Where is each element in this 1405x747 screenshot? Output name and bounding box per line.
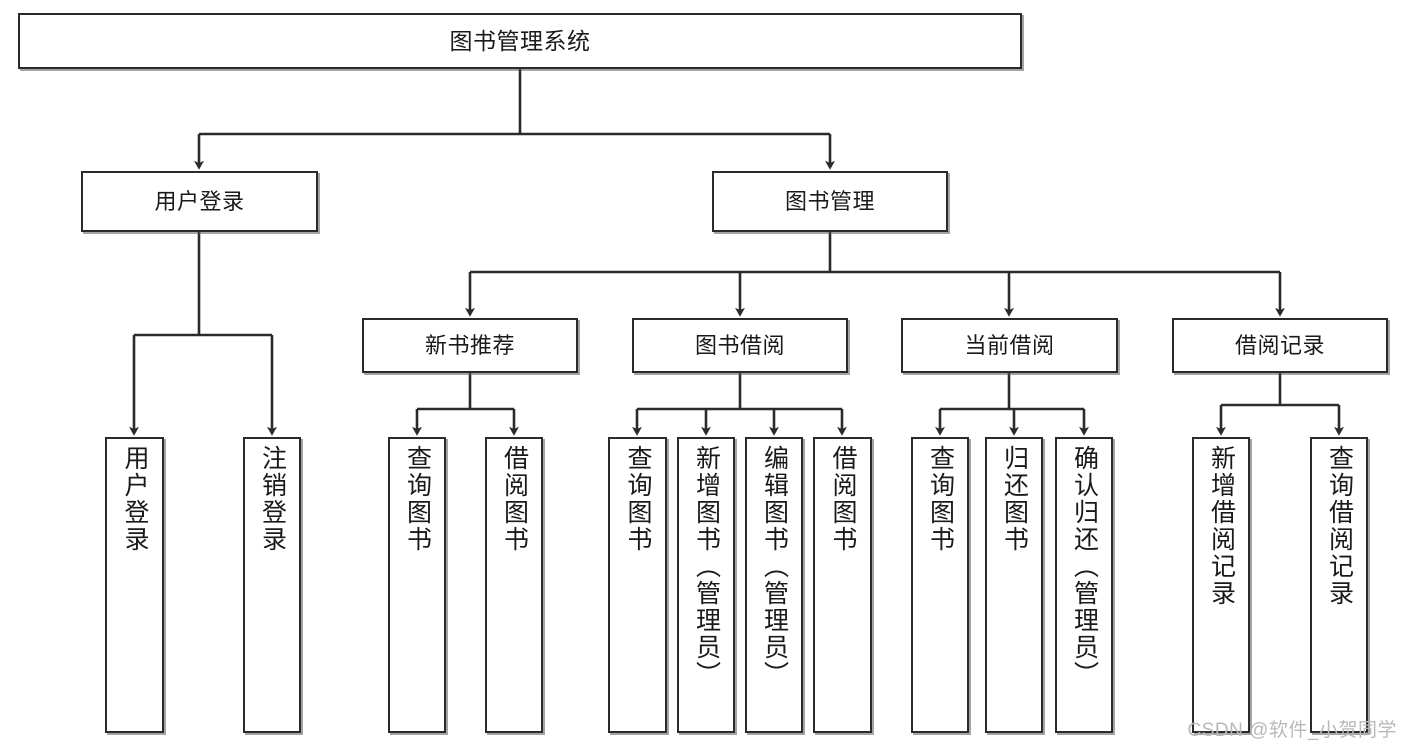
node-leaf-rec-search-label: 查询借阅记录 <box>1325 445 1354 607</box>
node-leaf-rec-borrow[interactable]: 借阅图书 <box>485 437 543 733</box>
watermark-text: CSDN @软件_小贺同学 <box>1187 720 1397 741</box>
node-user-login[interactable]: 用户登录 <box>81 171 318 232</box>
node-root-label: 图书管理系统 <box>449 27 591 54</box>
node-leaf-rec-query-label: 查询图书 <box>403 445 432 553</box>
node-leaf-rec-query[interactable]: 查询图书 <box>388 437 446 733</box>
node-leaf-borrow-edit[interactable]: 编辑图书（管理员） <box>745 437 803 733</box>
node-leaf-cur-confirm[interactable]: 确认归还（管理员） <box>1055 437 1113 733</box>
node-borrow-record[interactable]: 借阅记录 <box>1172 318 1388 373</box>
node-book-borrow-label: 图书借阅 <box>694 332 785 358</box>
node-leaf-borrow-edit-label: 编辑图书（管理员） <box>760 445 789 688</box>
node-borrow-record-label: 借阅记录 <box>1234 332 1325 358</box>
node-new-book-rec[interactable]: 新书推荐 <box>362 318 578 373</box>
node-leaf-user-login[interactable]: 用户登录 <box>105 437 164 733</box>
node-leaf-user-login-label: 用户登录 <box>121 445 149 553</box>
node-current-borrow[interactable]: 当前借阅 <box>901 318 1118 373</box>
node-leaf-cur-query-label: 查询图书 <box>926 445 955 553</box>
node-leaf-rec-search[interactable]: 查询借阅记录 <box>1310 437 1368 733</box>
node-leaf-user-logout-label: 注销登录 <box>258 445 287 553</box>
node-book-manage-label: 图书管理 <box>784 188 875 214</box>
node-leaf-borrow-query[interactable]: 查询图书 <box>608 437 667 733</box>
node-leaf-rec-add[interactable]: 新增借阅记录 <box>1192 437 1250 733</box>
node-leaf-cur-confirm-label: 确认归还（管理员） <box>1070 445 1099 688</box>
node-book-borrow[interactable]: 图书借阅 <box>632 318 848 373</box>
node-leaf-user-logout[interactable]: 注销登录 <box>243 437 301 733</box>
node-leaf-borrow-query-label: 查询图书 <box>624 445 652 553</box>
node-leaf-cur-return[interactable]: 归还图书 <box>985 437 1043 733</box>
node-book-manage[interactable]: 图书管理 <box>712 171 948 232</box>
node-current-borrow-label: 当前借阅 <box>964 332 1055 358</box>
node-leaf-cur-query[interactable]: 查询图书 <box>911 437 969 733</box>
node-root[interactable]: 图书管理系统 <box>18 13 1022 69</box>
node-leaf-borrow-do[interactable]: 借阅图书 <box>813 437 872 733</box>
node-leaf-rec-add-label: 新增借阅记录 <box>1207 445 1236 607</box>
node-leaf-borrow-do-label: 借阅图书 <box>829 445 857 553</box>
node-leaf-cur-return-label: 归还图书 <box>1000 445 1029 553</box>
node-new-book-rec-label: 新书推荐 <box>424 332 515 358</box>
node-user-login-label: 用户登录 <box>154 188 245 214</box>
node-leaf-borrow-add[interactable]: 新增图书（管理员） <box>677 437 735 733</box>
node-leaf-rec-borrow-label: 借阅图书 <box>500 445 529 553</box>
node-leaf-borrow-add-label: 新增图书（管理员） <box>692 445 721 688</box>
